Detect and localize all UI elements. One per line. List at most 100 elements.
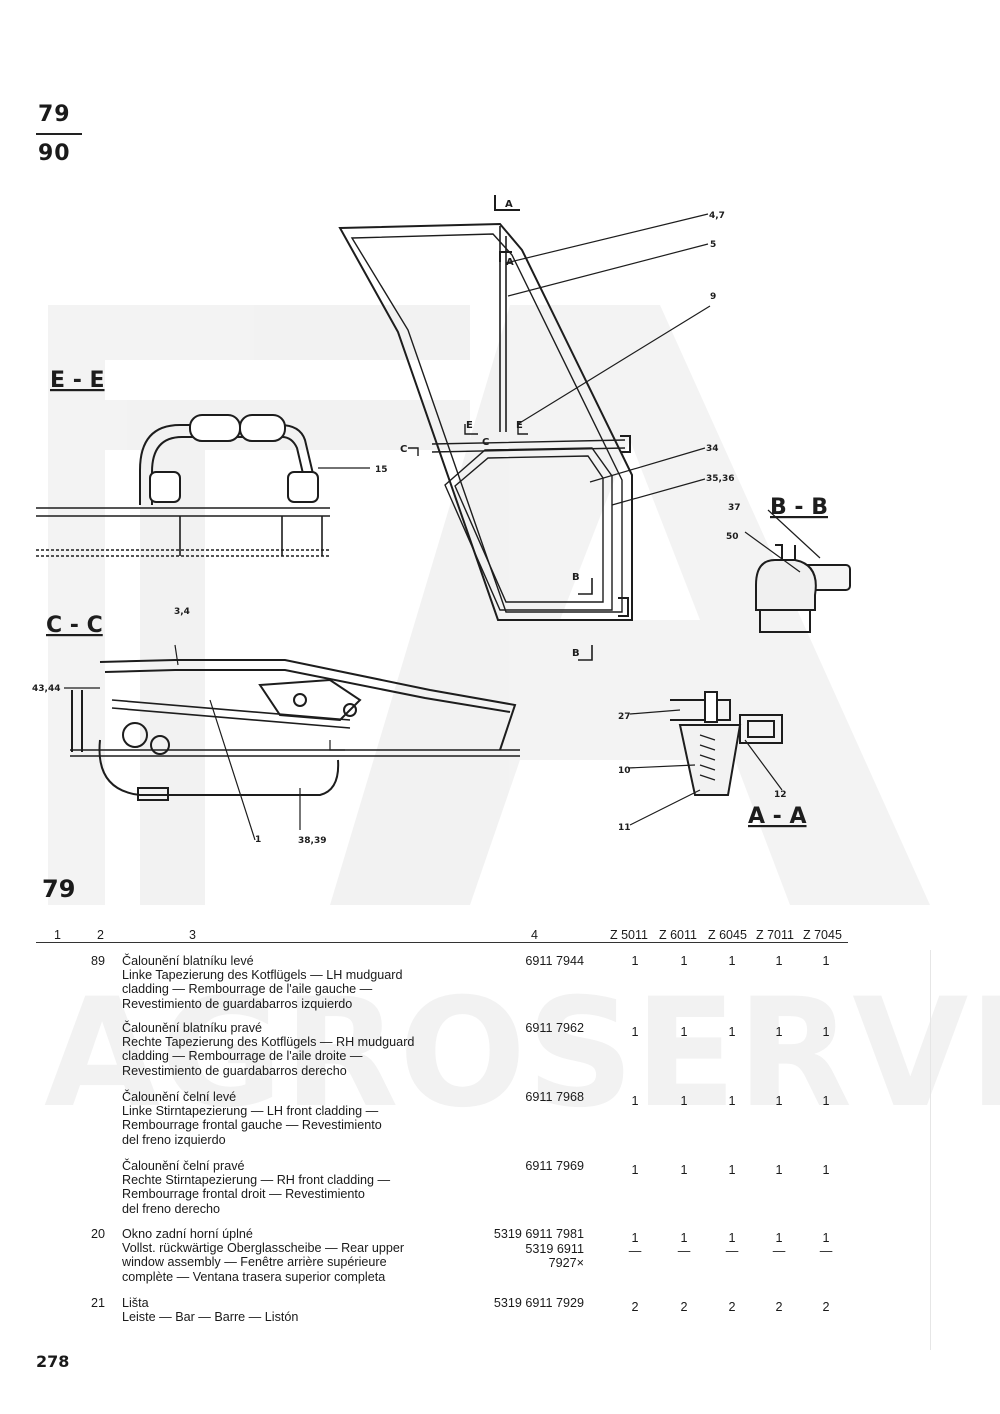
technical-drawing: E - E 15 C - C 3,4 43,44 1 38,39 B - B 3… (32, 195, 851, 846)
page-number: 278 (36, 1352, 70, 1371)
cut-mark-b-upper: B (572, 572, 580, 583)
desc-line: Linke Stirntapezierung — LH front claddi… (122, 1104, 379, 1119)
door-frame-inner (350, 233, 623, 613)
desc-line: Rechte Tapezierung des Kotflügels — RH m… (122, 1035, 415, 1050)
callout-12: 12 (774, 790, 787, 800)
qty-z6045: 1 (728, 1231, 736, 1245)
header-col-3: 3 (189, 928, 196, 942)
qty-z7045-alt: — (819, 1244, 833, 1258)
callout-1: 1 (255, 835, 261, 845)
desc-line: cladding — Rembourrage de l'aile droite … (122, 1049, 363, 1064)
desc-line: Vollst. rückwärtige Oberglasscheibe — Re… (122, 1241, 405, 1256)
callout-10: 10 (618, 766, 631, 776)
callout-43-44: 43,44 (32, 684, 60, 694)
section-number: 79 (42, 875, 76, 903)
position-number: 21 (91, 1296, 106, 1310)
part-number: 5319 6911 7981 (493, 1227, 584, 1241)
header-col-2: 2 (97, 928, 104, 942)
callout-15: 15 (375, 465, 388, 475)
header-rule (36, 942, 848, 943)
qty-z7011: 1 (775, 1094, 783, 1108)
qty-z6011: 1 (680, 1094, 688, 1108)
section-aa-label: A - A (748, 804, 807, 829)
header-col-4: 4 (531, 928, 538, 942)
qty-z6011: 1 (680, 1163, 688, 1177)
desc-line: Čalounění čelní levé (122, 1090, 237, 1104)
desc-line: complète — Ventana trasera superior comp… (122, 1269, 386, 1284)
desc-line: Čalounění blatníku levé (122, 954, 254, 968)
qty-z5011: 1 (631, 1231, 639, 1245)
ref-divider (36, 133, 82, 135)
header-col-1: 1 (54, 928, 61, 942)
qty-z7045: 1 (822, 1163, 830, 1177)
qty-z6045: 2 (728, 1300, 736, 1314)
callout-11: 11 (618, 823, 631, 833)
qty-z6011: 2 (680, 1300, 688, 1314)
qty-z7011-alt: — (772, 1244, 786, 1258)
part-number: 5319 6911 7929 (493, 1296, 584, 1310)
qty-z6045: 1 (728, 954, 736, 968)
cut-mark-a: A (506, 257, 514, 268)
qty-z6011: 1 (680, 1231, 688, 1245)
callout-34: 34 (706, 444, 719, 454)
header-model-3: Z 6045 (708, 928, 747, 942)
callout-50: 50 (726, 532, 739, 542)
qty-z7011: 1 (775, 1163, 783, 1177)
desc-line: del freno izquierdo (122, 1132, 226, 1147)
qty-z7045: 2 (822, 1300, 830, 1314)
qty-z7045: 1 (822, 1094, 830, 1108)
item-description: Okno zadní horní úplné Vollst. rückwärti… (122, 1227, 472, 1284)
part-number: 6911 7969 (525, 1159, 584, 1173)
cut-mark-c-right: C (482, 437, 489, 448)
qty-z6011: 1 (680, 954, 688, 968)
cut-mark-e-left: E (466, 420, 473, 431)
position-number: 89 (91, 954, 106, 968)
desc-line: Leiste — Bar — Barre — Listón (122, 1310, 299, 1325)
ref-top: 79 (38, 102, 71, 127)
qty-z5011: 1 (631, 1094, 639, 1108)
qty-z6011: 1 (680, 1025, 688, 1039)
lower-window (444, 447, 613, 611)
desc-line: Revestimiento de guardabarros derecho (122, 1063, 347, 1078)
section-bb-label: B - B (770, 495, 828, 520)
callout-9: 9 (710, 292, 716, 302)
callout-4-7: 4,7 (709, 211, 725, 221)
desc-line: Revestimiento de guardabarros izquierdo (122, 996, 353, 1011)
qty-z5011: 2 (631, 1300, 639, 1314)
desc-line: Rechte Stirntapezierung — RH front cladd… (122, 1173, 391, 1188)
qty-z7011: 2 (775, 1300, 783, 1314)
header-model-4: Z 7011 (756, 928, 794, 942)
qty-z6045: 1 (728, 1094, 736, 1108)
part-number: 6911 7962 (525, 1021, 584, 1035)
item-description: Čalounění blatníku levé Linke Tapezierun… (122, 954, 472, 1011)
desc-line: window assembly — Fenêtre arrière supéri… (122, 1255, 387, 1270)
header-model-1: Z 5011 (610, 928, 648, 942)
qty-z7045: 1 (822, 1025, 830, 1039)
callout-5: 5 (710, 240, 716, 250)
desc-line: Čalounění čelní pravé (122, 1159, 245, 1173)
qty-z6045: 1 (728, 1163, 736, 1177)
desc-line: del freno derecho (122, 1201, 221, 1216)
qty-z6045: 1 (728, 1025, 736, 1039)
callout-27: 27 (618, 712, 631, 722)
ref-bottom: 90 (38, 141, 71, 166)
scan-edge-line (930, 950, 931, 1350)
qty-z7045: 1 (822, 954, 830, 968)
desc-line: cladding — Rembourrage de l'aile gauche … (122, 982, 373, 997)
part-number: 6911 7968 (525, 1090, 584, 1104)
desc-line: Rembourrage frontal gauche — Revestimien… (122, 1118, 382, 1133)
qty-z7045: 1 (822, 1231, 830, 1245)
desc-line: Lišta (122, 1296, 149, 1310)
header-model-5: Z 7045 (803, 928, 842, 942)
desc-line: Linke Tapezierung des Kotflügels — LH mu… (122, 968, 403, 983)
part-number-alt: 5319 6911 7927× (525, 1242, 584, 1271)
section-ee-label: E - E (50, 368, 105, 393)
part-number: 6911 7944 (525, 954, 584, 968)
section-cc-label: C - C (46, 613, 103, 638)
qty-z6011-alt: — (677, 1244, 691, 1258)
cut-mark-b-lower: B (572, 648, 580, 659)
qty-z5011: 1 (631, 1025, 639, 1039)
cut-mark-a-top: A (505, 199, 513, 210)
callout-35-36: 35,36 (706, 474, 734, 484)
item-description: Čalounění čelní levé Linke Stirntapezier… (122, 1090, 472, 1147)
